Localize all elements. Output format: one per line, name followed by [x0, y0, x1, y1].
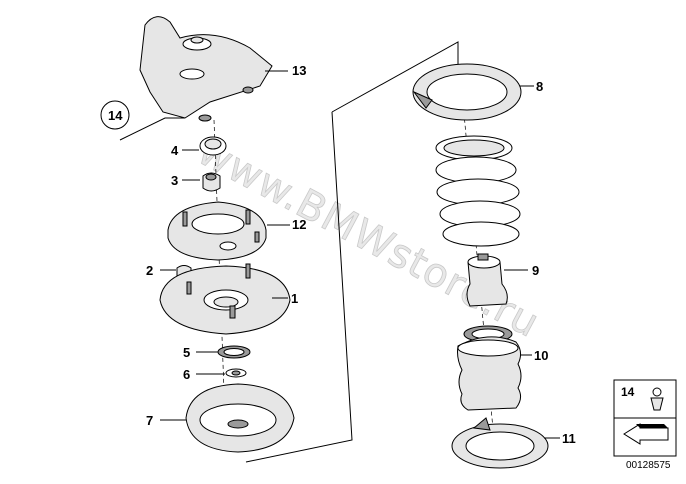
- callout-4: 4: [171, 143, 179, 158]
- part-12-support-plate: [167, 201, 267, 261]
- leader-14: [119, 117, 185, 141]
- callout-7: 7: [146, 413, 153, 428]
- callout-8: 8: [536, 79, 543, 94]
- document-number: 00128575: [626, 460, 671, 471]
- part-4-bushing: [199, 136, 227, 156]
- part-1-strut-mount: [159, 263, 291, 335]
- callout-14-circle: [100, 100, 130, 130]
- clip-fastener-icon: [650, 387, 664, 411]
- legend-box: 14: [613, 379, 677, 457]
- group-divider-line-lower: [245, 111, 353, 463]
- part-13-strut-mount-cover: [139, 16, 273, 122]
- callout-9: 9: [532, 263, 539, 278]
- part-10-protective-bellows: [457, 325, 522, 411]
- part-9-bump-stop: [466, 253, 508, 307]
- callout-2: 2: [146, 263, 153, 278]
- callout-14: 14: [108, 108, 123, 123]
- group-divider-line: [331, 41, 459, 113]
- callout-12: 12: [292, 217, 306, 232]
- part-5-washer: [217, 345, 251, 359]
- callout-13: 13: [292, 63, 306, 78]
- part-3-nut: [202, 172, 221, 192]
- part-11-lower-spring-pad: [451, 417, 549, 469]
- part-7-spring-seat: [185, 383, 295, 453]
- legend-part-number: 14: [621, 385, 635, 399]
- callout-11: 11: [562, 431, 576, 446]
- arrow-icon: [623, 423, 669, 445]
- part-6-washer: [225, 368, 247, 378]
- callout-1: 1: [291, 291, 298, 306]
- coil-spring: [435, 135, 521, 247]
- callout-5: 5: [183, 345, 190, 360]
- callout-6: 6: [183, 367, 190, 382]
- part-8-spring-pad: [412, 63, 522, 121]
- callout-10: 10: [534, 348, 548, 363]
- callout-3: 3: [171, 173, 178, 188]
